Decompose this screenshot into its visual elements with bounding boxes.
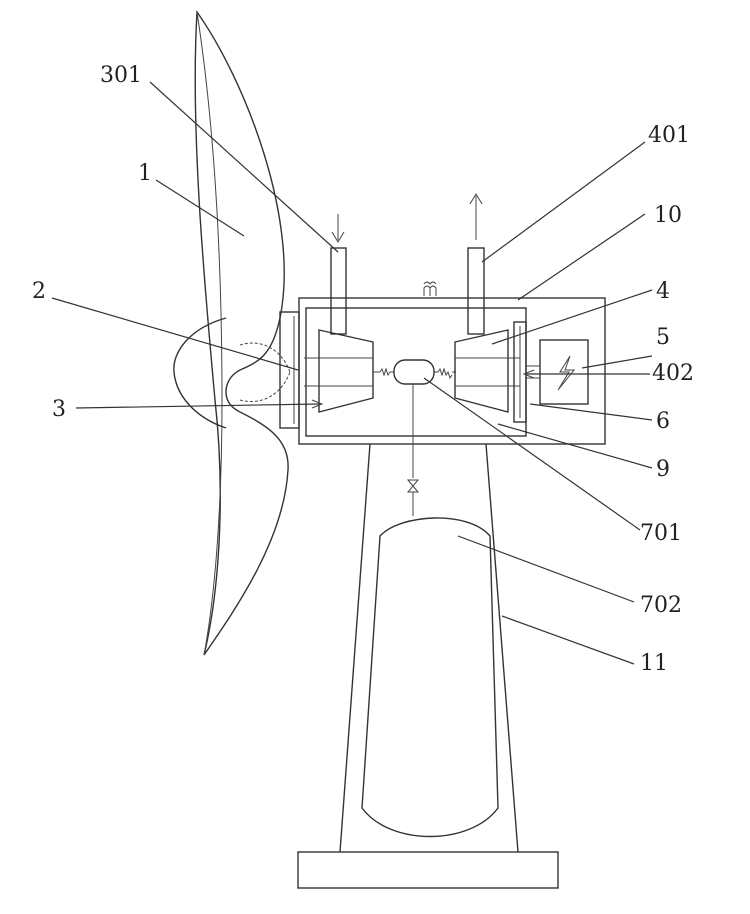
- label-301: 301: [100, 63, 142, 88]
- label-10: 10: [654, 203, 682, 228]
- label-2: 2: [32, 279, 46, 304]
- generator: [540, 340, 588, 404]
- shaft: [373, 369, 456, 378]
- label-702: 702: [640, 593, 682, 618]
- label-401: 401: [648, 123, 690, 148]
- nacelle: [299, 282, 605, 444]
- label-4: 4: [656, 279, 670, 304]
- label-1: 1: [138, 161, 152, 186]
- turbine: [455, 330, 520, 412]
- coupling-plate: [514, 322, 540, 422]
- turbine-outlet-pipe: [468, 194, 484, 334]
- label-402: 402: [652, 361, 694, 386]
- labels: 301 1 2 3 401 10 4 5 402 6 9 701 702 11: [32, 63, 694, 676]
- compressor: [304, 330, 373, 412]
- label-6: 6: [656, 409, 670, 434]
- valve-pipe: [408, 384, 418, 516]
- label-9: 9: [656, 457, 670, 482]
- tower: [298, 444, 558, 888]
- label-701: 701: [640, 521, 682, 546]
- label-11: 11: [640, 651, 668, 676]
- hub: [174, 318, 290, 428]
- label-5: 5: [656, 325, 670, 350]
- storage-tank: [362, 518, 498, 837]
- blade: [195, 12, 288, 655]
- compressor-inlet-pipe: [331, 214, 346, 334]
- label-3: 3: [52, 397, 66, 422]
